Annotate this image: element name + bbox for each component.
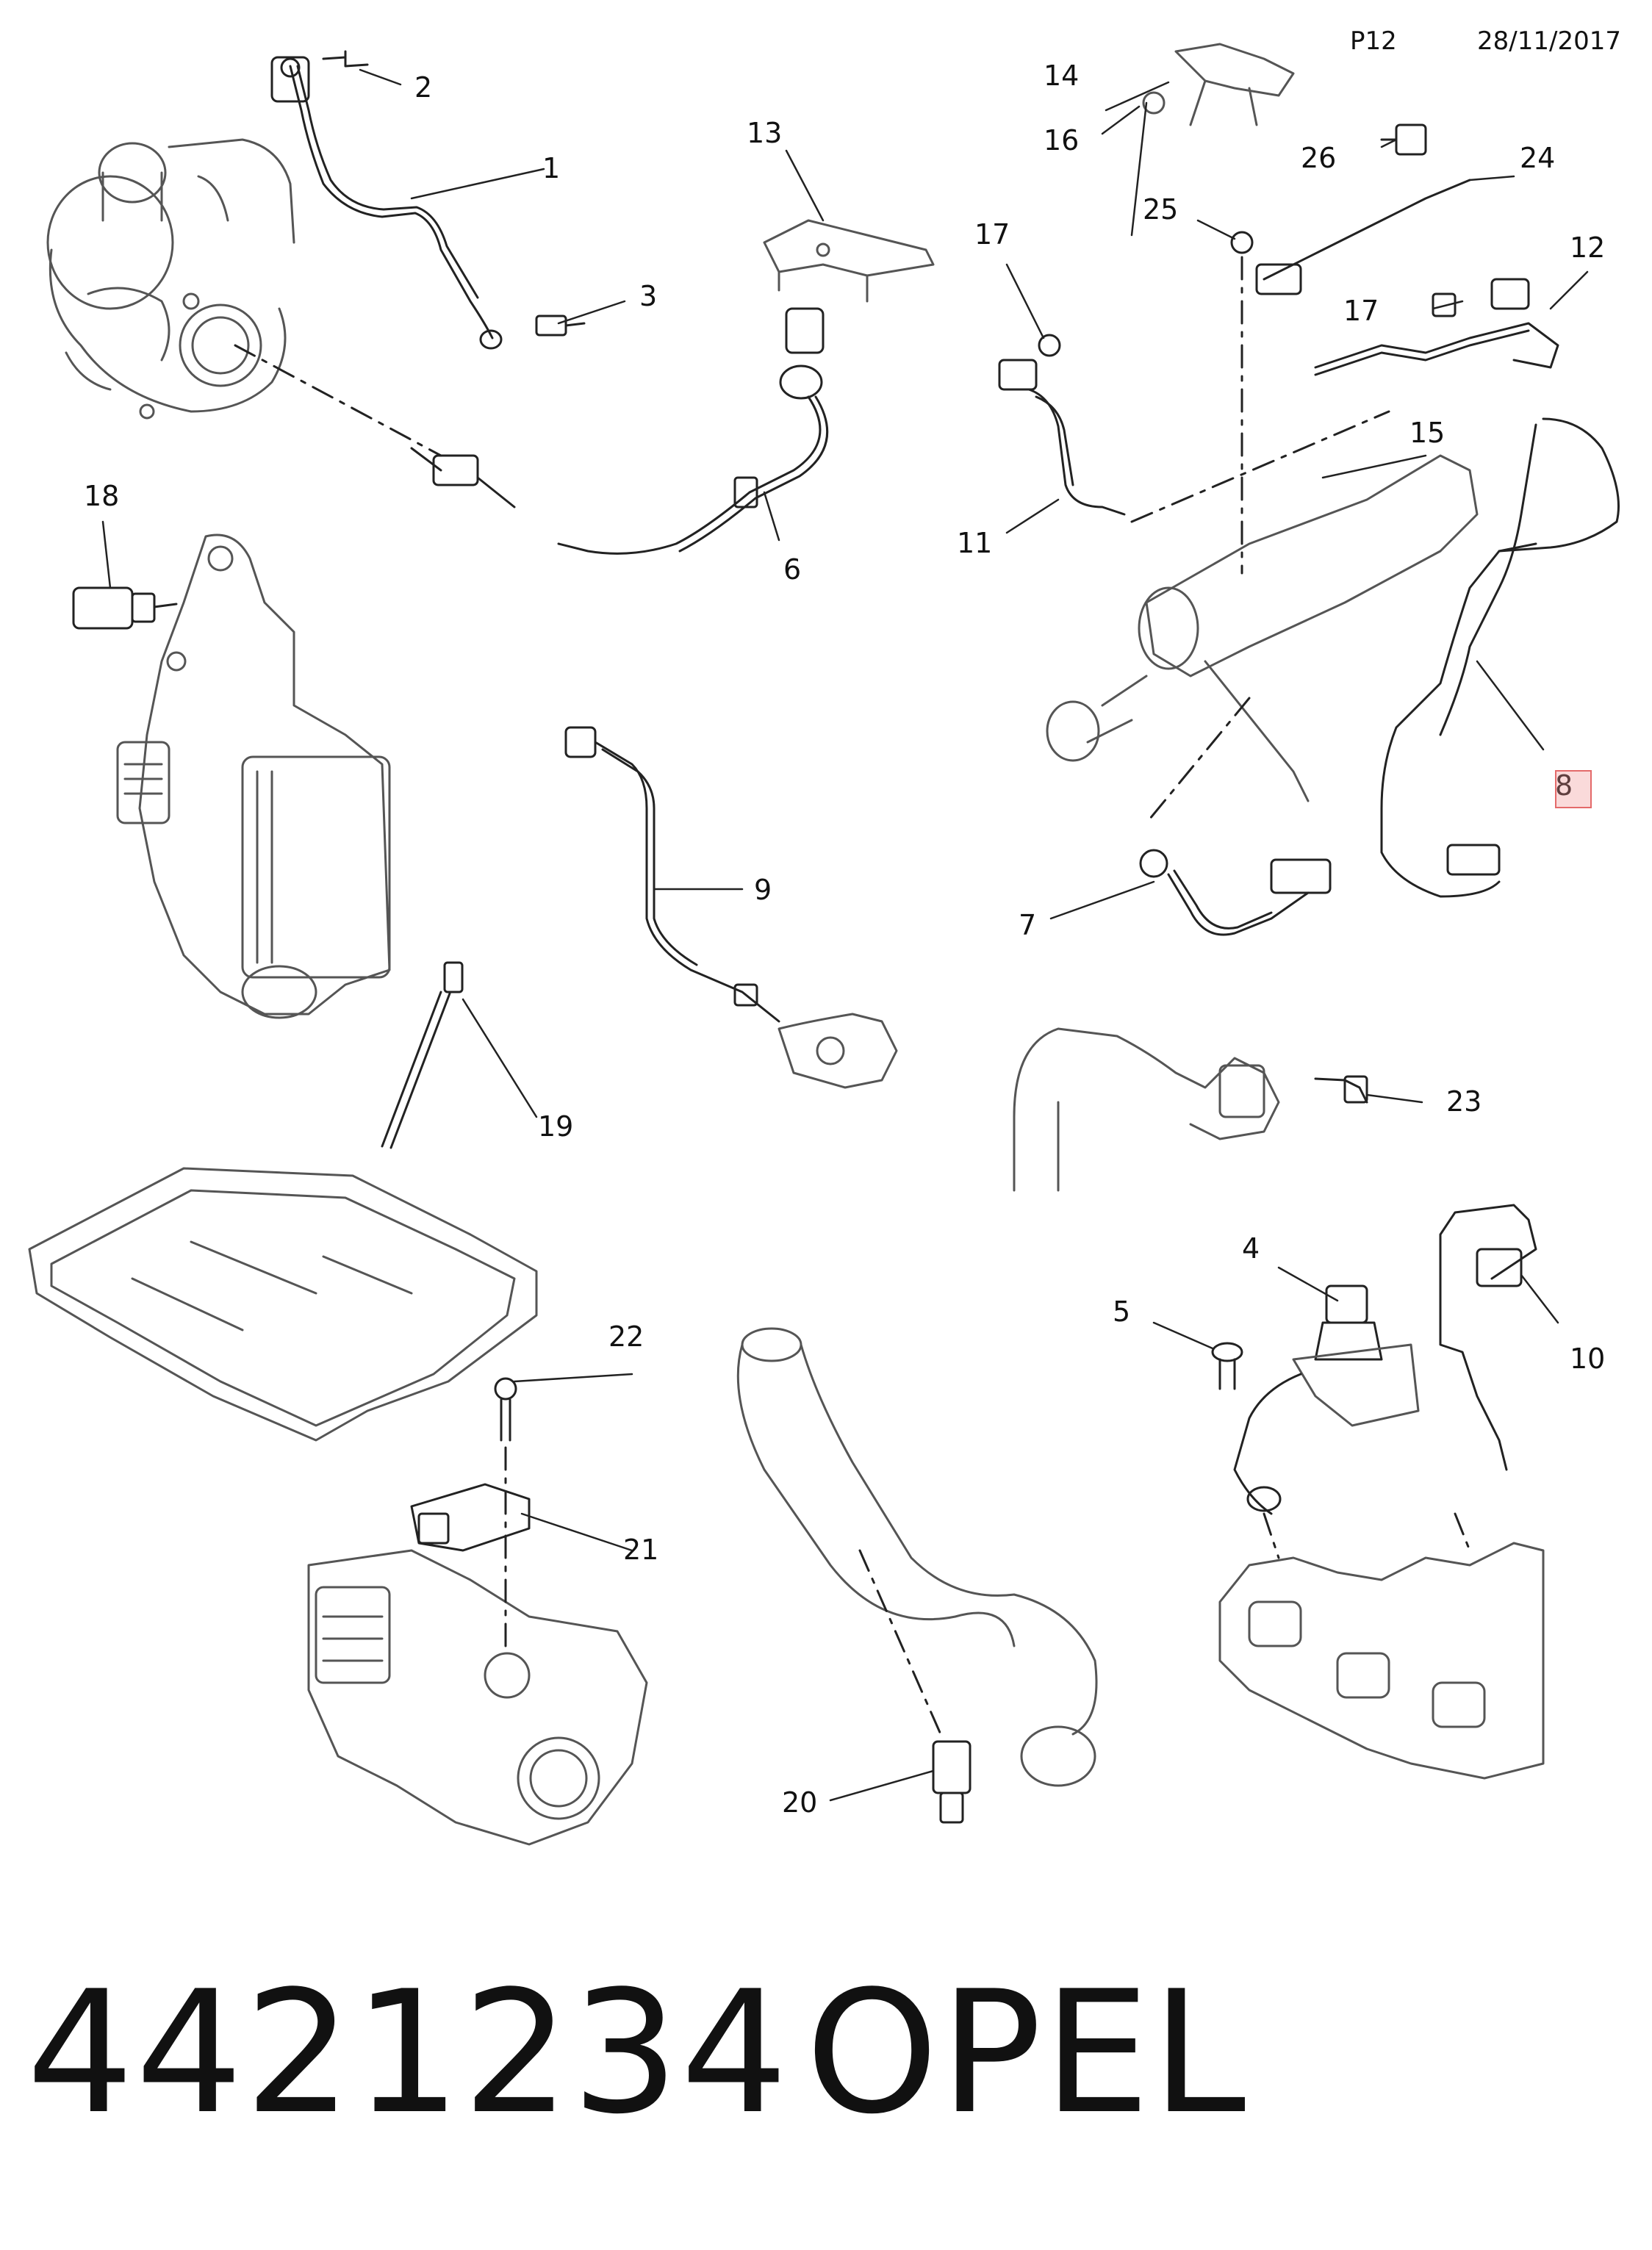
exhaust-manifold-drawing [1218,1542,1545,1780]
bracket-14-drawing [1142,43,1295,126]
callout-7: 7 [1019,909,1037,941]
callout-17-left: 17 [974,218,1010,251]
callout-21: 21 [623,1534,659,1566]
callout-15: 15 [1409,417,1446,449]
callout-22: 22 [608,1320,644,1353]
pressure-pipe-drawing [270,50,586,350]
brand-name: OPEL [805,1955,1248,2152]
dashed-axis-11 [1130,410,1390,523]
callout-25: 25 [1143,193,1179,226]
particulate-filter-drawing [1046,454,1479,802]
connector-20-drawing [932,1740,972,1824]
callout-26: 26 [1301,142,1337,174]
temp-sensor-6-drawing [410,307,829,555]
callout-11: 11 [957,527,993,559]
oil-pan-drawing [28,1167,538,1442]
callout-1: 1 [542,152,561,184]
connector-26-drawing [1380,123,1427,156]
callout-4: 4 [1242,1232,1260,1265]
sensor-11-drawing [998,334,1126,516]
dashed-axis-20 [858,1549,942,1736]
dashed-axis-4 [1263,1512,1471,1559]
bolt-22-drawing [494,1377,517,1442]
callout-14: 14 [1044,60,1080,92]
sensor-10-drawing [1439,1204,1537,1471]
callout-24: 24 [1520,142,1556,174]
callout-19: 19 [538,1110,574,1143]
callout-8: 8 [1555,769,1573,802]
callout-8-highlight [1555,770,1592,808]
leader-lines [101,68,1589,1802]
harness-12-drawing [1314,278,1559,376]
callout-5: 5 [1113,1295,1131,1328]
oil-pressure-switch-drawing [72,586,178,630]
callout-2: 2 [414,71,433,104]
sensor-24-harness-drawing [1230,179,1471,295]
sensor-8-drawing [1380,417,1620,898]
callout-17-right: 17 [1343,295,1379,327]
engine-block-drawing [116,533,391,1019]
callout-12: 12 [1570,231,1606,264]
plug-5-drawing [1211,1342,1243,1390]
dashed-axis-1 [234,344,442,457]
dashed-axis-15 [1145,697,1251,824]
callout-16: 16 [1044,124,1080,157]
turbocharger-drawing [46,138,295,420]
dipstick-drawing [381,961,464,1149]
callout-20: 20 [782,1786,818,1819]
callout-9: 9 [754,874,772,906]
sensor-4-drawing [1233,1284,1420,1515]
callout-13: 13 [747,117,783,149]
callout-18: 18 [84,480,120,512]
part-number: 4421234 [26,1955,790,2152]
bracket-13-drawing [763,219,935,303]
callout-10: 10 [1570,1343,1606,1375]
callout-23: 23 [1446,1085,1482,1118]
callout-6: 6 [783,553,802,586]
sensor-7-drawing [1139,849,1332,936]
sensor-23-drawing [1314,1075,1368,1104]
throttle-body-drawing [307,1549,648,1846]
map-sensor-21-drawing [410,1483,531,1552]
intake-pipe-drawing [736,1327,1098,1787]
temp-sensor-9-drawing [564,726,898,1089]
egr-manifold-drawing [1013,1027,1280,1192]
callout-3: 3 [639,280,658,312]
page-label: P12 [1350,26,1397,56]
diagram-date: 28/11/2017 [1477,26,1621,56]
